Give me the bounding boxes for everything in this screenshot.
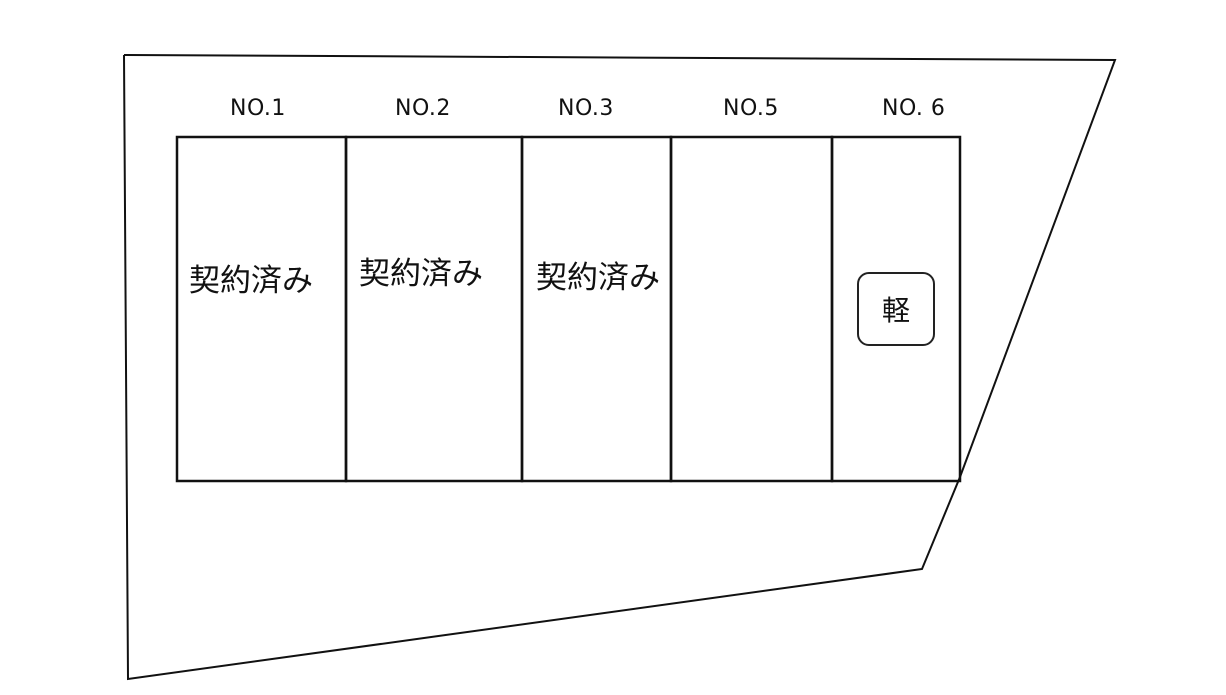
parking-space-6: [830, 135, 962, 483]
kei-car-label: 軽: [881, 294, 910, 327]
kei-car-badge: 軽: [857, 272, 935, 346]
space-label-3: NO.3: [558, 96, 614, 121]
parking-space-3: [520, 135, 673, 483]
space-label-2: NO.2: [395, 96, 451, 121]
parking-space-1: [175, 135, 348, 483]
lot-boundary: [123, 54, 1117, 681]
space-label-5: NO.5: [723, 96, 779, 121]
space-label-6: NO. 6: [882, 96, 946, 121]
space-label-1: NO.1: [230, 96, 286, 121]
parking-space-2: [344, 135, 524, 483]
parking-space-5: [669, 135, 834, 483]
status-contracted-1: 契約済み: [189, 263, 313, 299]
status-contracted-3: 契約済み: [536, 260, 660, 296]
status-contracted-2: 契約済み: [359, 256, 483, 292]
